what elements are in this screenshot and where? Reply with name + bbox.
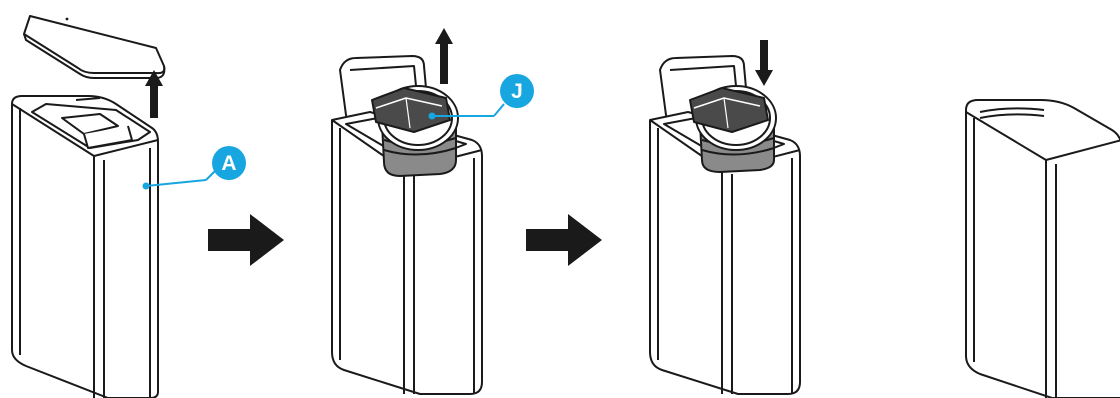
step-1-panel: A [11,15,246,398]
callout-j-badge [500,74,534,108]
tank-body [11,95,159,398]
step-2-panel: J [331,28,534,395]
water-bottle [689,85,777,173]
water-bottle [371,85,459,177]
lid [23,15,166,79]
arrow-up-icon [435,28,453,84]
arrow-right-icon [208,214,284,266]
arrow-right-icon [526,214,602,266]
callout-a: A [142,146,246,190]
callout-a-label: A [221,152,236,175]
callout-j-label: J [511,80,523,103]
arrow-down-icon [755,40,773,86]
step-3-panel [649,40,801,395]
step-4-panel [965,99,1120,398]
arrow-up-icon [145,70,163,118]
callout-a-badge [212,146,246,180]
callout-j: J [428,74,534,120]
